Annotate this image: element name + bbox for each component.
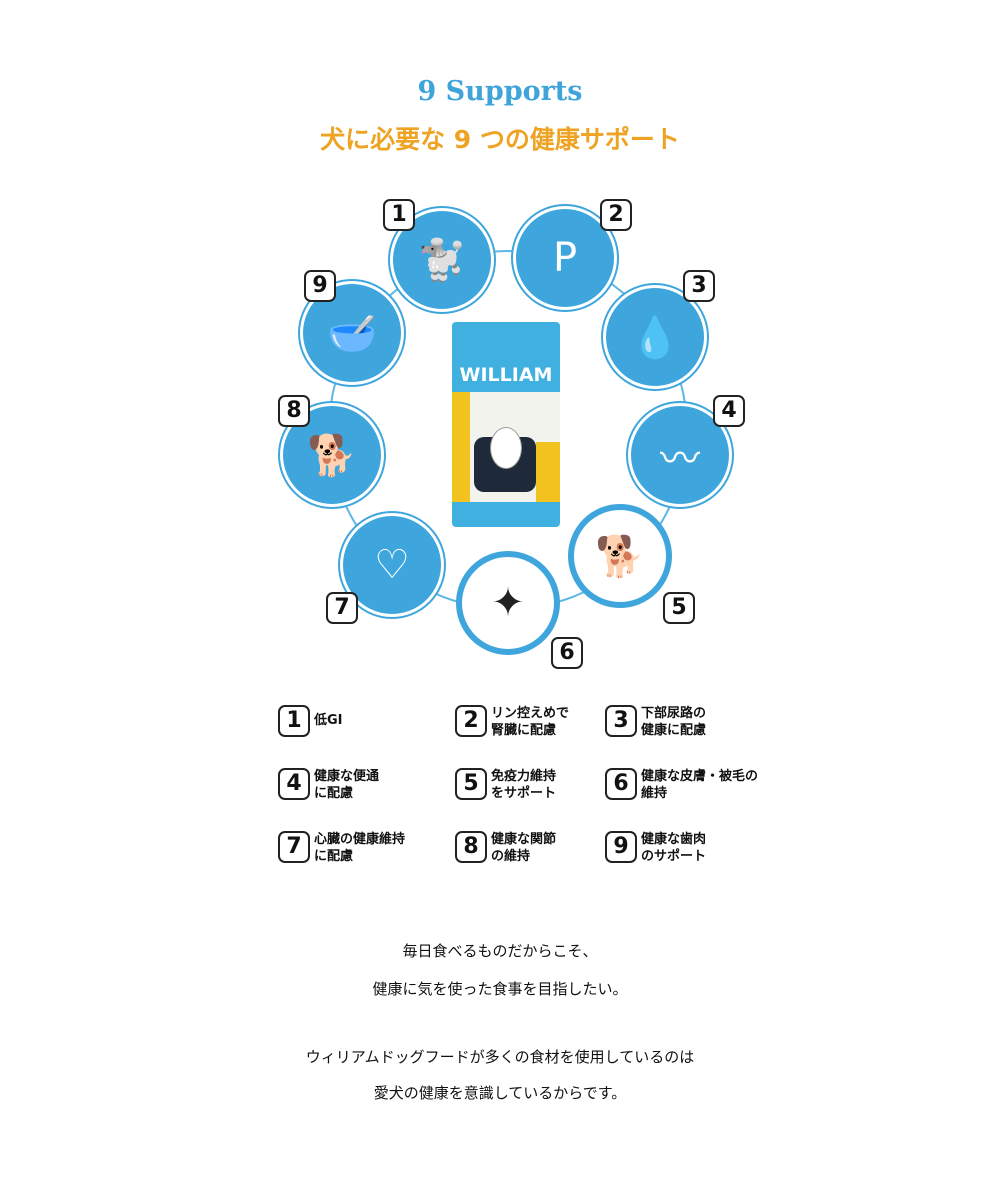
- legend-number: 1: [278, 705, 310, 737]
- circle-number-6: 6: [551, 637, 583, 669]
- legend-number: 5: [455, 768, 487, 800]
- title-en: 9 Supports: [417, 76, 583, 107]
- circle-number-9: 9: [304, 270, 336, 302]
- legend-number: 7: [278, 831, 310, 863]
- legend-number: 3: [605, 705, 637, 737]
- kidney-icon: P: [552, 235, 578, 281]
- legend-text: 低GI: [314, 713, 343, 728]
- title-jp: 犬に必要な 9 つの健康サポート: [320, 125, 680, 154]
- dog-illustration: [490, 427, 522, 469]
- support-circle-4: 〰: [628, 403, 732, 507]
- circle-number-8: 8: [278, 395, 310, 427]
- water-drop-icon: 💧: [630, 314, 680, 361]
- legend-text: リン控えめで 腎臓に配慮: [491, 706, 570, 738]
- legend-text: 健康な皮膚・被毛の 維持: [641, 769, 759, 801]
- bag-decor: [452, 392, 470, 502]
- bag-illustration: [452, 392, 560, 502]
- heart-icon: ♡: [374, 542, 410, 588]
- legend-number: 9: [605, 831, 637, 863]
- circle-number-1: 1: [383, 199, 415, 231]
- product-bag: WILLIAM: [452, 322, 560, 527]
- circle-number-5: 5: [663, 592, 695, 624]
- circle-number-7: 7: [326, 592, 358, 624]
- legend-text: 下部尿路の 健康に配慮: [641, 706, 707, 738]
- legend-number: 2: [455, 705, 487, 737]
- legend-number: 6: [605, 768, 637, 800]
- joint-icon: 🐕: [307, 432, 357, 479]
- hair-icon: ✦: [491, 580, 525, 626]
- support-circle-2: P: [513, 206, 617, 310]
- product-brand: WILLIAM: [459, 364, 553, 386]
- intestine-icon: 〰: [660, 436, 700, 482]
- legend-number: 8: [455, 831, 487, 863]
- support-circle-1: 🐩: [390, 208, 494, 312]
- dog-icon: 🐕: [595, 533, 645, 580]
- body-line: 愛犬の健康を意識しているからです。: [373, 1084, 627, 1102]
- legend-text: 心臓の健康維持 に配慮: [314, 832, 406, 864]
- circle-number-2: 2: [600, 199, 632, 231]
- circle-number-4: 4: [713, 395, 745, 427]
- support-circle-3: 💧: [603, 285, 707, 389]
- bowl-icon: 🥣: [327, 310, 377, 357]
- legend-text: 健康な便通 に配慮: [314, 769, 380, 801]
- body-line: 毎日食べるものだからこそ、: [402, 942, 598, 960]
- legend-item: 1 低GI: [278, 705, 343, 737]
- legend-text: 健康な関節 の維持: [491, 832, 557, 864]
- legend-text: 健康な歯肉 のサポート: [641, 832, 707, 864]
- bag-decor: [536, 442, 560, 502]
- body-line: ウィリアムドッグフードが多くの食材を使用しているのは: [305, 1048, 695, 1066]
- legend-number: 4: [278, 768, 310, 800]
- circle-number-3: 3: [683, 270, 715, 302]
- dog-icon: 🐩: [417, 237, 467, 284]
- support-circle-6: ✦: [456, 551, 560, 655]
- body-line: 健康に気を使った食事を目指したい。: [372, 980, 628, 998]
- support-circle-5: 🐕: [568, 504, 672, 608]
- legend-text: 免疫力維持 をサポート: [491, 769, 557, 801]
